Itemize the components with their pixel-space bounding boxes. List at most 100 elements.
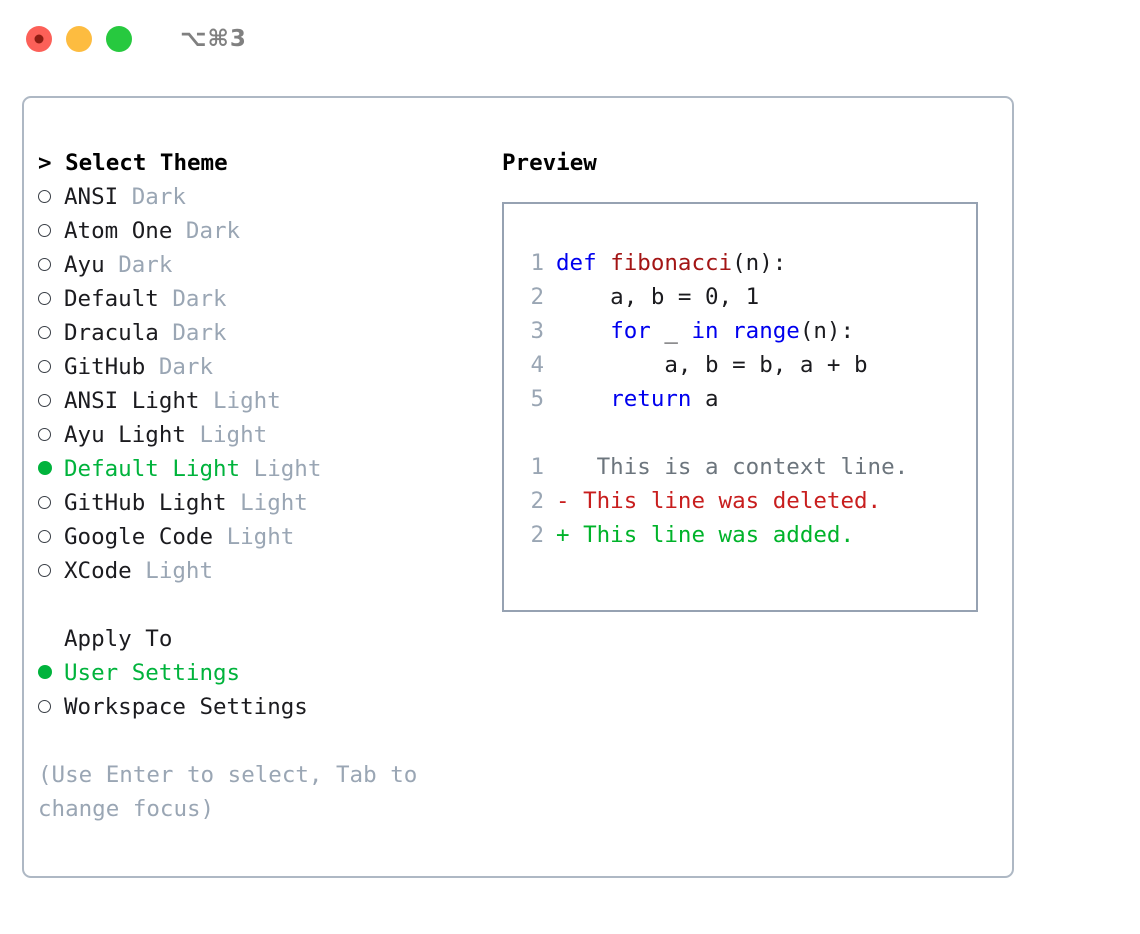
code-line: 5 return a <box>518 382 970 416</box>
theme-list-item[interactable]: ANSI Dark <box>38 180 478 214</box>
code-token: a, b = b, a + b <box>556 352 868 378</box>
theme-list-item[interactable]: Default Dark <box>38 282 478 316</box>
radio-unselected-icon <box>38 418 64 452</box>
select-theme-header: > Select Theme <box>38 150 228 176</box>
code-token: fibonacci <box>610 250 733 276</box>
theme-list-item[interactable]: GitHub Light Light <box>38 486 478 520</box>
diff-line-number: 2 <box>530 488 544 514</box>
theme-list-item[interactable]: GitHub Dark <box>38 350 478 384</box>
radio-unselected-icon <box>38 520 64 554</box>
label-tag-separator <box>159 320 173 346</box>
theme-item-tag: Dark <box>172 320 227 346</box>
theme-item-label: Ayu Light <box>64 422 186 448</box>
label-tag-separator <box>132 558 146 584</box>
theme-item-label: XCode <box>64 558 132 584</box>
label-tag-separator <box>105 252 119 278</box>
radio-unselected-icon <box>38 690 64 724</box>
theme-list-item[interactable]: Default Light Light <box>38 452 478 486</box>
radio-unselected-icon <box>38 554 64 588</box>
radio-unselected-icon <box>38 350 64 384</box>
diff-line: 1 This is a context line. <box>518 450 970 484</box>
theme-item-tag: Dark <box>118 252 173 278</box>
code-token: a <box>691 386 719 412</box>
theme-item-label: Default Light <box>64 456 241 482</box>
title-bar: ⌥⌘3 <box>0 0 1140 78</box>
radio-selected-icon <box>38 452 64 486</box>
diff-sign <box>556 454 570 480</box>
code-token: def <box>556 250 611 276</box>
apply-to-header-indent <box>38 622 64 656</box>
theme-list-item[interactable]: Atom One Dark <box>38 214 478 248</box>
label-tag-separator <box>159 286 173 312</box>
maximize-window-button[interactable] <box>106 26 132 52</box>
theme-item-tag: Light <box>145 558 214 584</box>
apply-to-option[interactable]: Workspace Settings <box>38 690 478 724</box>
theme-item-label: Ayu <box>64 252 105 278</box>
code-line: 2 a, b = 0, 1 <box>518 280 970 314</box>
list-spacer <box>38 588 478 622</box>
theme-item-tag: Light <box>199 422 268 448</box>
theme-list-item[interactable]: ANSI Light Light <box>38 384 478 418</box>
theme-item-tag: Light <box>253 456 322 482</box>
label-tag-separator <box>227 490 241 516</box>
code-token <box>719 318 733 344</box>
theme-list-item[interactable]: Google Code Light <box>38 520 478 554</box>
code-token: for <box>610 318 651 344</box>
minimize-window-button[interactable] <box>66 26 92 52</box>
radio-unselected-icon <box>38 248 64 282</box>
theme-item-tag: Dark <box>158 354 214 380</box>
apply-to-option-label: User Settings <box>64 660 241 686</box>
theme-list-item[interactable]: Ayu Light Light <box>38 418 478 452</box>
radio-selected-icon <box>38 656 64 690</box>
code-token: a, b = 0, 1 <box>556 284 760 310</box>
label-tag-separator <box>240 456 254 482</box>
theme-item-tag: Light <box>213 388 281 414</box>
diff-sign: + <box>556 522 570 548</box>
theme-item-tag: Dark <box>172 286 227 312</box>
label-tag-separator <box>199 388 213 414</box>
code-line-number: 5 <box>530 386 544 412</box>
radio-unselected-icon <box>38 316 64 350</box>
diff-sign: - <box>556 488 570 514</box>
code-line-number: 4 <box>530 352 544 378</box>
theme-list-item[interactable]: Ayu Dark <box>38 248 478 282</box>
theme-list-item[interactable]: Dracula Dark <box>38 316 478 350</box>
theme-list-item[interactable]: XCode Light <box>38 554 478 588</box>
theme-item-label: Google Code <box>64 524 214 550</box>
radio-unselected-icon <box>38 180 64 214</box>
code-line-number: 1 <box>530 250 544 276</box>
code-token: return <box>610 386 692 412</box>
theme-item-label: GitHub Light <box>64 490 227 516</box>
code-token <box>556 318 610 344</box>
radio-unselected-icon <box>38 214 64 248</box>
hint-line-2: change focus) <box>38 796 215 822</box>
code-line: 4 a, b = b, a + b <box>518 348 970 382</box>
code-token: _ <box>650 318 692 344</box>
close-window-button[interactable] <box>26 26 52 52</box>
label-tag-separator <box>186 422 200 448</box>
code-token <box>556 386 610 412</box>
theme-item-tag: Dark <box>185 218 241 244</box>
apply-to-option-label: Workspace Settings <box>64 694 308 720</box>
keyboard-shortcut-label: ⌥⌘3 <box>180 26 247 52</box>
diff-line-number: 2 <box>530 522 544 548</box>
apply-to-option[interactable]: User Settings <box>38 656 478 690</box>
theme-item-tag: Light <box>240 490 308 516</box>
hint-block: (Use Enter to select, Tab to change focu… <box>38 758 478 826</box>
diff-line: 2- This line was deleted. <box>518 484 970 518</box>
label-tag-separator <box>213 524 227 550</box>
diff-block: 1 This is a context line.2- This line wa… <box>518 450 970 552</box>
diff-text: This is a context line. <box>569 454 909 480</box>
diff-line: 2+ This line was added. <box>518 518 970 552</box>
code-token: (n): <box>799 318 855 344</box>
